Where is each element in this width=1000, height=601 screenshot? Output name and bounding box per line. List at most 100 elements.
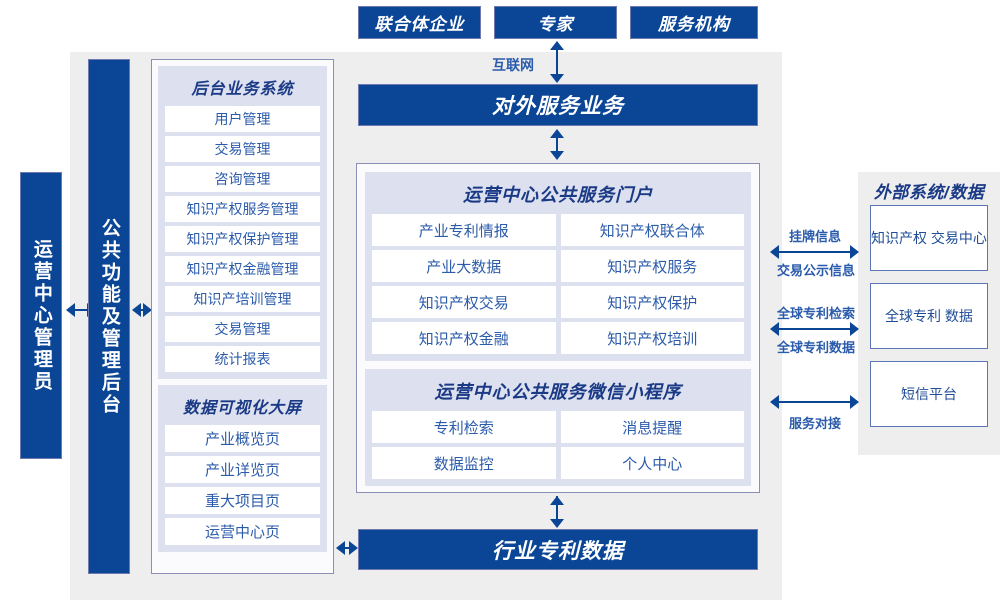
top-actor-agency[interactable]: 服务机构 [630, 6, 758, 39]
dataviz-item[interactable]: 产业详览页 [165, 456, 320, 483]
miniprogram-group: 运营中心公共服务微信小程序 专利检索消息提醒数据监控个人中心 [365, 369, 751, 486]
external-box-sms-platform[interactable]: 短信平台 [870, 361, 988, 427]
common-functions-backend[interactable]: 公共功能及管理后台 [88, 59, 130, 574]
miniprogram-item[interactable]: 个人中心 [560, 447, 744, 479]
external-box-ip-exchange-center[interactable]: 知识产权 交易中心 [870, 205, 988, 271]
backoffice-item[interactable]: 知识产权金融管理 [165, 256, 320, 282]
panel-bottom-arrow-shaft [556, 496, 558, 522]
miniprogram-item[interactable]: 专利检索 [372, 411, 556, 443]
dataviz-row: 运营中心页 [165, 518, 320, 545]
portal-item[interactable]: 知识产权金融 [372, 322, 556, 354]
industry-patent-data-bar[interactable]: 行业专利数据 [358, 529, 758, 570]
portal-item[interactable]: 知识产权培训 [560, 322, 744, 354]
panel-bottom-arrow-head-down [550, 519, 564, 528]
external-conn-3-label-below: 服务对接 [789, 416, 842, 431]
service-portal-arrow-head-up [550, 129, 564, 138]
top-actor-expert-label: 专家 [537, 15, 574, 34]
backoffice-title: 后台业务系统 [191, 81, 294, 98]
external-conn-3-head-left [770, 395, 779, 409]
operation-center-administrator-label: 运营中心管理员 [30, 238, 52, 393]
backoffice-row: 咨询管理 [165, 166, 320, 192]
portal-item[interactable]: 知识产权联合体 [560, 214, 744, 246]
external-box-global-patent-data[interactable]: 全球专利 数据 [870, 283, 988, 349]
backend-backoffice-arrow-head-right [143, 303, 152, 317]
external-conn-2-head-left [770, 322, 779, 336]
miniprogram-row: 数据监控个人中心 [372, 447, 744, 479]
dataviz-bottom-arrow-head-right [349, 541, 358, 555]
backoffice-row: 知识产权服务管理 [165, 196, 320, 222]
dataviz-bottom-arrow-head-left [336, 541, 345, 555]
common-functions-backend-label: 公共功能及管理后台 [98, 217, 120, 416]
external-conn-2-label-above: 全球专利检索 [777, 306, 856, 321]
portal-item[interactable]: 产业专利情报 [372, 214, 556, 246]
dataviz-row: 产业详览页 [165, 456, 320, 483]
external-conn-2-head-right [850, 322, 859, 336]
external-service-business-label: 对外服务业务 [492, 95, 624, 118]
operation-center-administrator[interactable]: 运营中心管理员 [20, 172, 62, 459]
portal-item[interactable]: 产业大数据 [372, 250, 556, 282]
backoffice-item[interactable]: 知识产权服务管理 [165, 196, 320, 222]
portal-item[interactable]: 知识产权交易 [372, 286, 556, 318]
external-conn-1-label-above: 挂牌信息 [789, 229, 842, 244]
backoffice-item[interactable]: 用户管理 [165, 106, 320, 132]
backoffice-row: 统计报表 [165, 346, 320, 372]
backoffice-item[interactable]: 交易管理 [165, 316, 320, 342]
top-actor-expert[interactable]: 专家 [494, 6, 617, 39]
top-actor-agency-label: 服务机构 [658, 15, 730, 34]
dataviz-items: 产业概览页产业详览页重大项目页运营中心页 [165, 425, 320, 545]
backoffice-items: 用户管理交易管理咨询管理知识产权服务管理知识产权保护管理知识产权金融管理知识产培… [165, 106, 320, 372]
external-box-global-patent-data-label: 全球专利 数据 [885, 307, 973, 324]
external-conn-1-head-left [770, 245, 779, 259]
miniprogram-rows: 专利检索消息提醒数据监控个人中心 [372, 411, 744, 479]
external-conn-2-label-below: 全球专利数据 [777, 340, 856, 355]
external-conn-3-shaft [777, 401, 856, 403]
external-box-ip-exchange-center-label: 知识产权 交易中心 [871, 229, 987, 246]
portal-rows: 产业专利情报知识产权联合体产业大数据知识产权服务知识产权交易知识产权保护知识产权… [372, 214, 744, 354]
backend-backoffice-arrow-shaft [139, 309, 146, 311]
admin-backend-arrow-shaft [73, 309, 89, 311]
internet-arrow-head-up [550, 41, 564, 50]
external-conn-1-head-right [850, 245, 859, 259]
admin-backend-arrow-head-left [66, 303, 75, 317]
backoffice-row: 知识产权金融管理 [165, 256, 320, 282]
external-systems-title: 外部系统/数据 [873, 183, 985, 202]
external-service-business-bar[interactable]: 对外服务业务 [358, 84, 758, 126]
portal-item[interactable]: 知识产权服务 [560, 250, 744, 282]
miniprogram-item[interactable]: 数据监控 [372, 447, 556, 479]
portal-row: 知识产权金融知识产权培训 [372, 322, 744, 354]
service-portal-arrow-shaft [556, 136, 558, 153]
backend-backoffice-arrow-head-left [132, 303, 141, 317]
backoffice-item[interactable]: 知识产权保护管理 [165, 226, 320, 252]
backoffice-group: 后台业务系统 用户管理交易管理咨询管理知识产权服务管理知识产权保护管理知识产权金… [158, 66, 327, 379]
backoffice-row: 用户管理 [165, 106, 320, 132]
backoffice-item[interactable]: 咨询管理 [165, 166, 320, 192]
backoffice-row: 交易管理 [165, 136, 320, 162]
portal-title: 运营中心公共服务门户 [463, 185, 653, 205]
dataviz-item[interactable]: 产业概览页 [165, 425, 320, 452]
portal-row: 产业大数据知识产权服务 [372, 250, 744, 282]
miniprogram-row: 专利检索消息提醒 [372, 411, 744, 443]
portal-row: 产业专利情报知识产权联合体 [372, 214, 744, 246]
miniprogram-item[interactable]: 消息提醒 [560, 411, 744, 443]
dataviz-row: 产业概览页 [165, 425, 320, 452]
dataviz-group: 数据可视化大屏 产业概览页产业详览页重大项目页运营中心页 [158, 385, 327, 552]
dataviz-item[interactable]: 运营中心页 [165, 518, 320, 545]
external-conn-3-head-right [850, 395, 859, 409]
backoffice-dataviz-panel: 后台业务系统 用户管理交易管理咨询管理知识产权服务管理知识产权保护管理知识产权金… [151, 59, 334, 574]
backoffice-row: 知识产权保护管理 [165, 226, 320, 252]
backoffice-row: 交易管理 [165, 316, 320, 342]
portal-miniprogram-panel: 运营中心公共服务门户 产业专利情报知识产权联合体产业大数据知识产权服务知识产权交… [356, 163, 760, 493]
portal-row: 知识产权交易知识产权保护 [372, 286, 744, 318]
miniprogram-title: 运营中心公共服务微信小程序 [434, 382, 682, 402]
backoffice-item[interactable]: 交易管理 [165, 136, 320, 162]
portal-group: 运营中心公共服务门户 产业专利情报知识产权联合体产业大数据知识产权服务知识产权交… [365, 172, 751, 361]
backoffice-item[interactable]: 知识产培训管理 [165, 286, 320, 312]
industry-patent-data-label: 行业专利数据 [492, 539, 624, 563]
external-conn-1-label-below: 交易公示信息 [777, 263, 856, 278]
dataviz-item[interactable]: 重大项目页 [165, 487, 320, 514]
backoffice-item[interactable]: 统计报表 [165, 346, 320, 372]
dataviz-title: 数据可视化大屏 [182, 400, 302, 417]
top-actor-consortium[interactable]: 联合体企业 [358, 6, 481, 39]
portal-item[interactable]: 知识产权保护 [560, 286, 744, 318]
